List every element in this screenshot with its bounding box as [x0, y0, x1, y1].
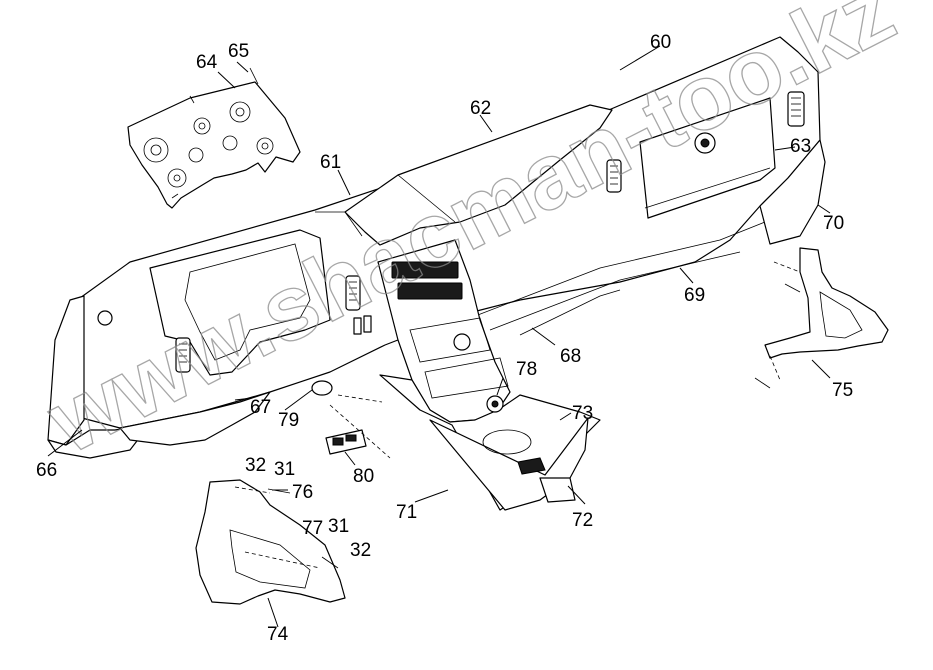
callout-76: 76: [292, 482, 313, 503]
leader-lines: [47, 45, 831, 628]
label-plate-80: [325, 429, 367, 455]
callout-72: 72: [572, 510, 593, 531]
callout-65: 65: [228, 41, 249, 62]
callout-73: 73: [572, 403, 593, 424]
callout-68: 68: [560, 346, 581, 367]
bracket-right-75: [754, 247, 889, 389]
main-dashboard-body: [47, 36, 826, 459]
callout-61: 61: [320, 152, 341, 173]
callout-79: 79: [278, 410, 299, 431]
callout-62: 62: [470, 98, 491, 119]
callouts: 60 61 62 63 64 65 66 67 68 69 70 71 72 7…: [36, 32, 853, 645]
callout-71: 71: [396, 502, 417, 523]
callout-64: 64: [196, 52, 218, 73]
callout-74: 74: [267, 624, 289, 645]
callout-32-upper: 32: [245, 455, 266, 476]
callout-75: 75: [832, 380, 853, 401]
instrument-cluster-panel: [127, 67, 301, 209]
callout-31-upper: 31: [274, 459, 295, 480]
callout-31-lower: 31: [328, 516, 349, 537]
callout-80: 80: [353, 466, 374, 487]
callout-60: 60: [650, 32, 671, 53]
callout-32-lower: 32: [350, 540, 371, 561]
callout-77: 77: [302, 518, 323, 539]
bracket-left-74: [195, 479, 346, 605]
callout-67: 67: [250, 397, 271, 418]
callout-70: 70: [823, 213, 844, 234]
callout-78: 78: [516, 359, 537, 380]
callout-66: 66: [36, 460, 57, 481]
center-console: [311, 239, 601, 511]
callout-63: 63: [790, 136, 811, 157]
callout-69: 69: [684, 285, 705, 306]
